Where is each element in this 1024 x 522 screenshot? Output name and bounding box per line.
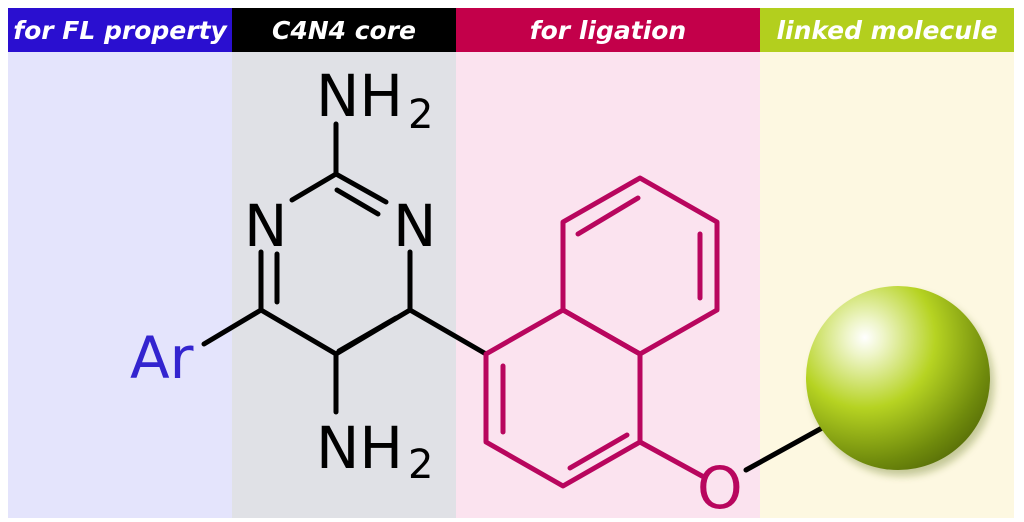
bottom-amine-sub: 2 (408, 442, 433, 488)
bond-c4-c5-inner (336, 315, 399, 354)
ring-nitrogen-right: N (393, 192, 436, 260)
header-core-label: C4N4 core (271, 15, 417, 45)
linked-molecule-sphere (806, 286, 990, 470)
label-bottom-amine: NH 2 (316, 414, 433, 488)
bond-c-o (637, 439, 705, 479)
bond-o-linker (743, 425, 825, 473)
bottom-amine-main: NH (316, 414, 403, 482)
naphthyl-group (483, 175, 720, 489)
naphthyl-db-3 (575, 195, 641, 237)
bond-c2-n1 (289, 171, 339, 203)
top-amine-sub: 2 (408, 92, 433, 138)
naphthyl-upper-ring (560, 175, 720, 357)
bond-c2-n3-inner (334, 187, 381, 217)
bond-c6-ar (201, 307, 264, 347)
header-core: C4N4 core (232, 8, 456, 52)
header-ligation-label: for ligation (529, 15, 687, 45)
band-core (232, 52, 456, 518)
label-top-amine: NH 2 (316, 62, 433, 138)
band-fl-property (8, 52, 232, 518)
bond-c4-naphthyl (407, 307, 489, 357)
header-ligation: for ligation (456, 8, 760, 52)
naphthyl-lower-ring (483, 307, 643, 489)
header-fl-property-label: for FL property (13, 15, 227, 45)
naphthyl-db-2 (567, 432, 630, 471)
oxygen-label: O (697, 454, 743, 522)
bond-c2-n3 (333, 171, 389, 205)
header-fl-property: for FL property (8, 8, 232, 52)
ring-nitrogen-left: N (244, 192, 287, 260)
band-ligation (456, 52, 760, 518)
header-linked-molecule-label: linked molecule (776, 15, 998, 45)
bond-c6-c5 (258, 307, 339, 357)
header-linked-molecule: linked molecule (760, 8, 1014, 52)
pyrimidine-core (201, 121, 489, 415)
aryl-label: Ar (130, 324, 194, 392)
top-amine-main: NH (316, 62, 403, 130)
